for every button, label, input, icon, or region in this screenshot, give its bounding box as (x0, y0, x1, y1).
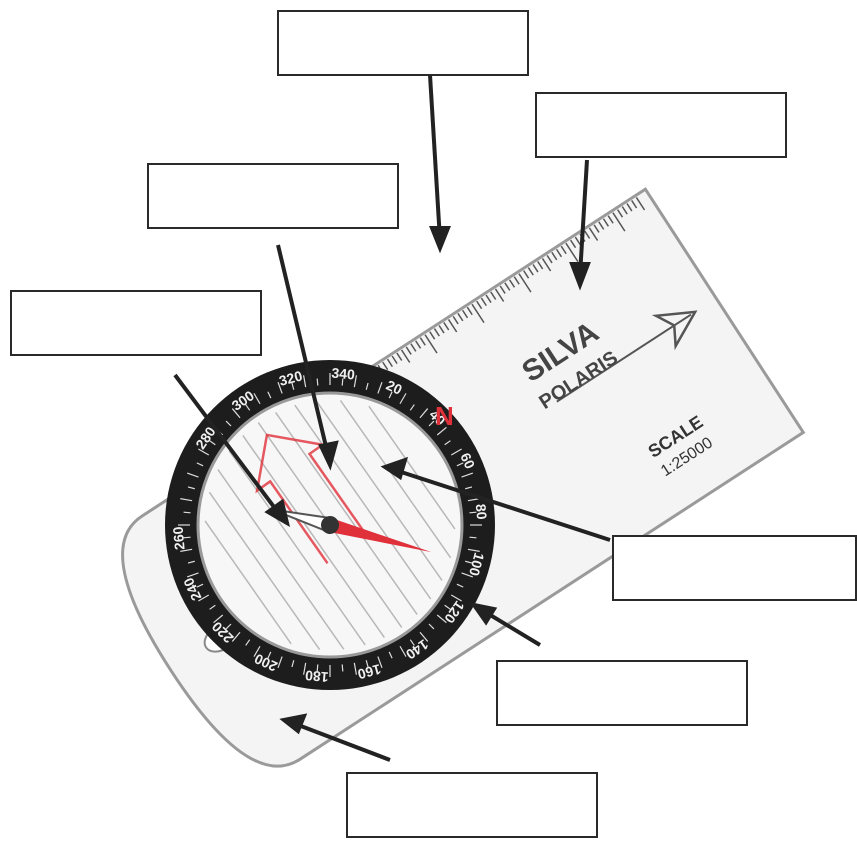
label-box-orienting-arrow[interactable] (612, 535, 857, 601)
pointer-ruler (430, 75, 440, 240)
bezel-number: 260 (170, 526, 188, 551)
bezel-number: 180 (304, 667, 329, 685)
label-box-direction-arrow[interactable] (535, 92, 787, 158)
label-box-orienting-lines[interactable] (10, 290, 262, 356)
cardinal-n: N (435, 401, 454, 431)
label-box-ruler[interactable] (277, 10, 529, 76)
label-box-baseplate[interactable] (346, 772, 598, 838)
label-box-magnetic-needle[interactable] (147, 163, 399, 229)
bezel-tick (184, 512, 191, 513)
bezel-number: 340 (331, 365, 356, 383)
bezel-tick (469, 537, 476, 538)
bezel-tick (317, 379, 318, 386)
label-box-bezel[interactable] (496, 660, 748, 726)
bezel-number: 80 (473, 503, 490, 520)
bezel-tick (342, 664, 343, 671)
